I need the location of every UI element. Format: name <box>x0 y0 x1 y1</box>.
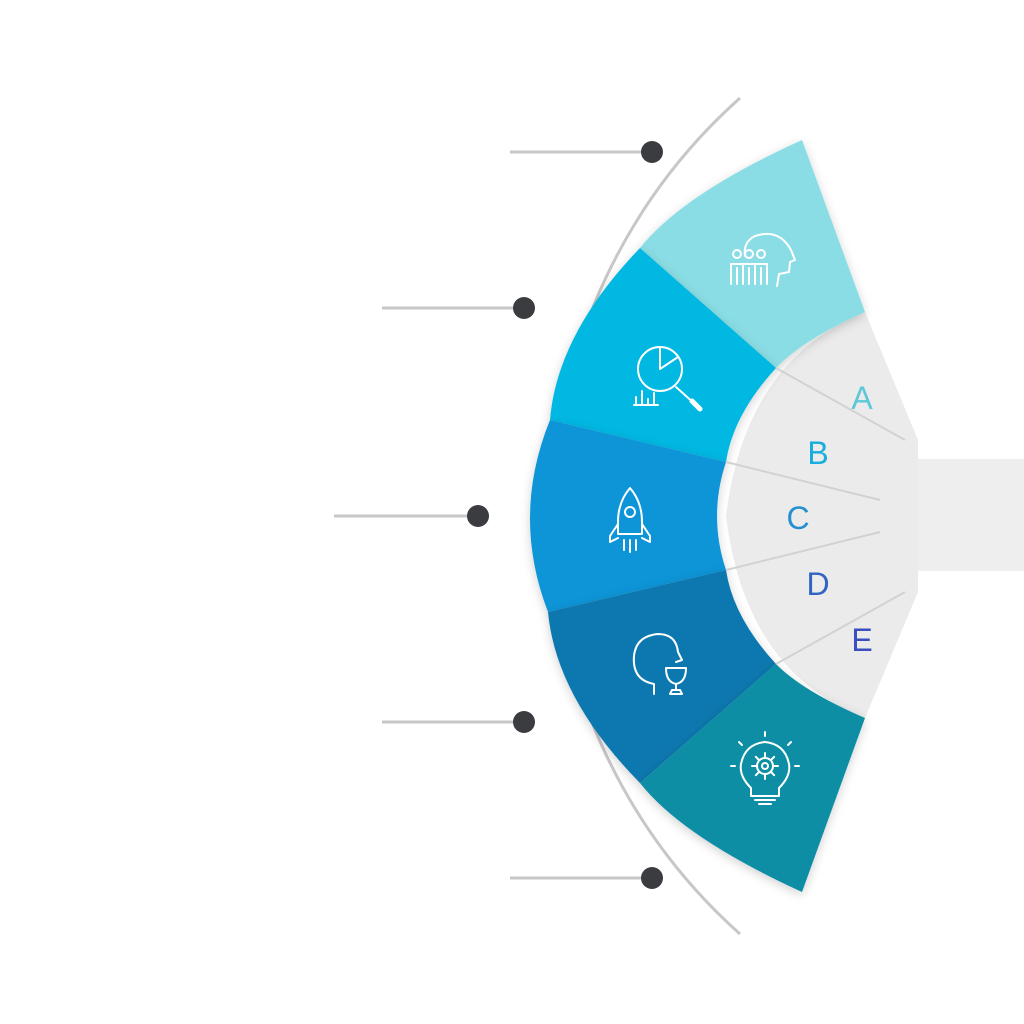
connector-dot <box>467 505 489 527</box>
segment-d <box>548 570 776 783</box>
item-label: Yetenek ve Kültür <box>106 504 278 529</box>
segment-e <box>640 664 865 892</box>
panel-divider <box>725 461 881 501</box>
connector-dot <box>513 711 535 733</box>
connector-dot <box>513 297 535 319</box>
item-label: Liderlik ve Yönlendirme <box>210 138 438 163</box>
segment-letter-e: E <box>851 622 872 658</box>
panel-divider <box>725 531 881 571</box>
center-bar <box>918 459 1024 571</box>
people-head-icon <box>730 232 796 287</box>
connector-dot <box>641 141 663 163</box>
connector-dot <box>641 867 663 889</box>
panel-dividers <box>725 367 906 665</box>
segment-letter-b: B <box>807 435 828 471</box>
item-label: Geleceğe Yönelik ve Yenilikçi <box>154 868 440 893</box>
item-label: Müşteri Deneyimi ve <box>119 690 318 715</box>
connectors <box>334 141 663 889</box>
segment-letter-c: C <box>786 500 809 536</box>
chart-magnifier-icon <box>633 346 703 412</box>
segment-icons <box>609 232 800 805</box>
head-trophy-icon <box>632 633 687 695</box>
rocket-icon <box>609 487 651 553</box>
segment-letter-a: A <box>851 380 873 416</box>
lightbulb-gear-icon <box>730 731 800 805</box>
inner-panel <box>726 312 918 718</box>
panel-divider <box>775 591 906 665</box>
segment-letter-d: D <box>806 566 829 602</box>
panel-divider <box>775 367 906 441</box>
item-label: Operasyonlar ve <box>161 272 322 297</box>
item-label: Pazarlama <box>213 730 319 755</box>
item-label: Dijitalleşme <box>210 312 322 337</box>
segment-b <box>550 248 776 462</box>
